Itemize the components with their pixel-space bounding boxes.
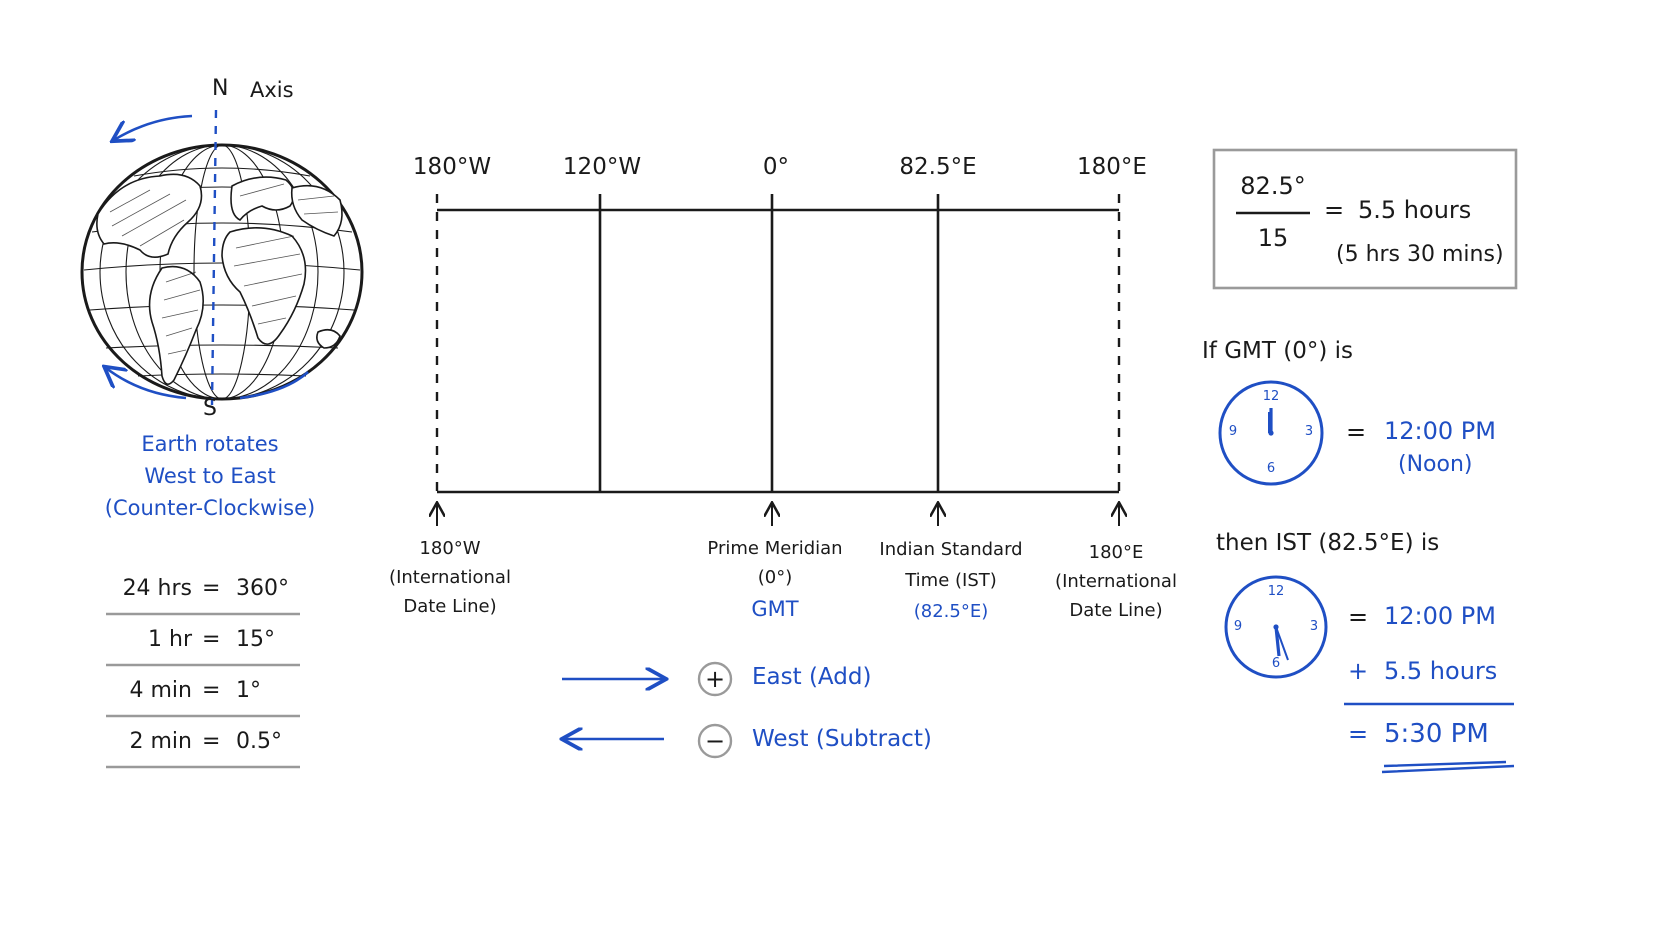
rotation-caption: Earth rotates West to East (Counter-Cloc… [60, 428, 360, 524]
conversion-left: 4 min [129, 678, 192, 703]
west-subtract-label: West (Subtract) [752, 726, 932, 752]
ist-offset: 5.5 hours [1384, 657, 1498, 685]
formula-denominator: 15 [1257, 224, 1289, 252]
annotation-international-date-line-west: 180°W (International Date Line) [370, 534, 530, 621]
conversion-right: 1° [236, 678, 261, 703]
conversion-row: 4 min = 1° [106, 678, 300, 712]
rotation-arrow-top [114, 114, 193, 140]
ist-equals-first: = [1348, 603, 1369, 631]
conversion-eq: = [202, 576, 221, 601]
conversion-right: 360° [236, 576, 289, 601]
annotation-line: Date Line) [403, 596, 497, 617]
north-label: N [212, 76, 229, 101]
annotation-line: 180°E [1088, 542, 1144, 563]
result-double-underline [1381, 760, 1515, 774]
gmt-clock-icon [1218, 380, 1324, 486]
ist-clock-icon [1224, 575, 1328, 679]
conversion-right: 0.5° [236, 729, 282, 754]
conversion-row: 2 min = 0.5° [106, 729, 300, 763]
conversion-row: 24 hrs = 360° [106, 576, 300, 610]
longitude-chart [437, 194, 1119, 526]
annotation-line: (International [1055, 571, 1177, 592]
annotation-line: (0°) [757, 567, 793, 588]
clock-number-12: 12 [1267, 584, 1285, 599]
longitude-label-180e: 180°E [1077, 154, 1147, 180]
longitude-label-180w: 180°W [412, 154, 492, 180]
conversion-table-rules [106, 612, 300, 769]
plus-circle-icon [697, 661, 733, 697]
earth-axis-line [210, 109, 218, 406]
minus-symbol: − [704, 727, 726, 755]
longitude-label-0: 0° [762, 154, 790, 180]
gmt-note: (Noon) [1398, 452, 1473, 477]
gmt-time: 12:00 PM [1384, 417, 1496, 445]
rotation-caption-line: Earth rotates [141, 432, 279, 456]
formula-equals: = [1324, 196, 1345, 224]
formula-note: (5 hrs 30 mins) [1336, 242, 1504, 267]
annotation-line: Prime Meridian [707, 538, 843, 559]
gmt-equals: = [1346, 418, 1367, 446]
rotation-caption-line: (Counter-Clockwise) [104, 496, 316, 520]
south-label: S [203, 396, 217, 421]
clock-number-3: 3 [1304, 424, 1314, 439]
formula-numerator: 82.5° [1240, 172, 1306, 200]
ist-heading: then IST (82.5°E) is [1216, 530, 1440, 556]
rotation-arrow-bottom-left [106, 368, 187, 400]
conversion-left: 2 min [129, 729, 192, 754]
conversion-eq: = [202, 678, 221, 703]
annotation-prime-meridian: Prime Meridian (0°) GMT [690, 534, 860, 626]
ist-equals-result: = [1348, 720, 1369, 748]
formula-box-frame [1212, 148, 1518, 290]
rotation-caption-line: West to East [144, 464, 276, 488]
clock-number-12: 12 [1262, 389, 1280, 404]
clock-number-6: 6 [1266, 461, 1276, 476]
conversion-left: 1 hr [148, 627, 192, 652]
formula-result: 5.5 hours [1358, 196, 1472, 224]
longitude-label-120w: 120°W [562, 154, 642, 180]
minus-circle-icon [697, 723, 733, 759]
clock-number-3: 3 [1309, 619, 1319, 634]
gmt-heading: If GMT (0°) is [1202, 338, 1353, 364]
conversion-right: 15° [236, 627, 275, 652]
annotation-line: (International [389, 567, 511, 588]
axis-label: Axis [250, 78, 294, 102]
globe-icon [80, 143, 364, 401]
conversion-row: 1 hr = 15° [106, 627, 300, 661]
ist-result-time: 5:30 PM [1384, 719, 1489, 749]
ist-base-time: 12:00 PM [1384, 602, 1496, 630]
conversion-eq: = [202, 729, 221, 754]
gmt-label: GMT [751, 597, 799, 621]
annotation-indian-standard-time: Indian Standard Time (IST) (82.5°E) [866, 534, 1036, 627]
east-add-label: East (Add) [752, 664, 872, 690]
ist-plus: + [1348, 657, 1369, 685]
plus-symbol: + [704, 665, 726, 693]
clock-number-9: 9 [1228, 424, 1238, 439]
clock-number-6: 6 [1271, 656, 1281, 671]
rotation-arrow-bottom-right [239, 371, 309, 400]
annotation-line: Indian Standard [879, 539, 1023, 560]
conversion-left: 24 hrs [122, 576, 192, 601]
clock-number-9: 9 [1233, 619, 1243, 634]
ist-longitude-label: (82.5°E) [913, 601, 989, 622]
conversion-eq: = [202, 627, 221, 652]
annotation-line: Time (IST) [905, 570, 997, 591]
longitude-label-82-5e: 82.5°E [899, 154, 977, 180]
annotation-line: 180°W [419, 538, 481, 559]
annotation-line: Date Line) [1069, 600, 1163, 621]
annotation-international-date-line-east: 180°E (International Date Line) [1040, 538, 1192, 625]
